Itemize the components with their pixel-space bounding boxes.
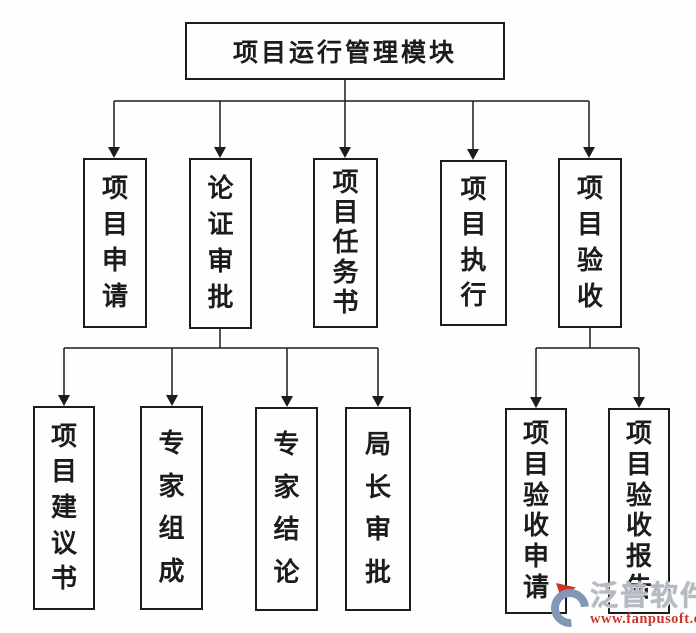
node-project-operation-management: 项目运行管理模块 (185, 22, 505, 80)
arrowheads-review-branch (58, 395, 384, 407)
node-acceptance-report: 项目验收报告 (608, 408, 670, 614)
node-review-approval: 论证审批 (189, 158, 252, 329)
node-project-execution: 项目执行 (440, 160, 507, 326)
connector-acceptance-branch (535, 328, 640, 397)
connector-review-branch (63, 328, 379, 397)
node-project-application: 项目申请 (83, 158, 147, 328)
node-project-acceptance: 项目验收 (558, 158, 622, 328)
node-expert-panel: 专家组成 (140, 406, 203, 610)
node-expert-conclusion: 专家结论 (255, 407, 318, 611)
arrowheads-acceptance-branch (530, 397, 645, 408)
node-project-proposal: 项目建议书 (33, 406, 95, 610)
arrowheads-level2 (108, 147, 595, 160)
node-director-approval: 局长审批 (345, 407, 411, 611)
connector-root-branch (113, 80, 590, 150)
node-acceptance-application: 项目验收申请 (505, 408, 567, 614)
node-project-task-book: 项目任务书 (313, 158, 378, 328)
